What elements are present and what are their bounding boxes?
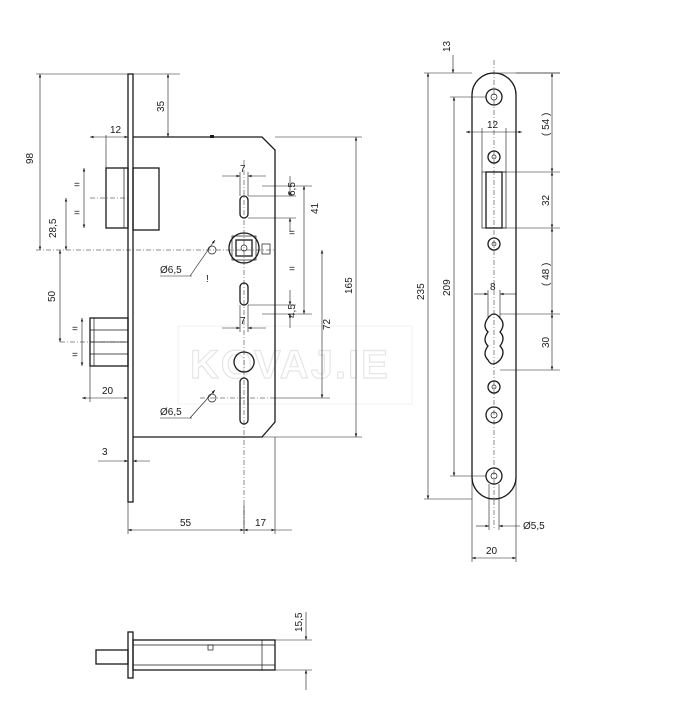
equal-mark-5: = [289, 228, 295, 239]
dim-7-top: 7 [240, 164, 246, 175]
dim-72: 72 [322, 318, 333, 330]
dim-4-5: 4,5 [287, 304, 298, 318]
equal-mark-1: = [74, 180, 80, 191]
bottom-case [132, 639, 276, 671]
front-view: 98 35 12 28,5 = = 50 = = 20 3 55 [25, 73, 362, 534]
dim-20-faceplate: 20 [486, 546, 498, 557]
dim-35: 35 [156, 100, 167, 112]
dim-30: 30 [541, 336, 552, 348]
equal-mark-6: = [289, 264, 295, 275]
dim-50: 50 [47, 290, 58, 302]
deadbolt-opening [484, 313, 504, 365]
lock-case [133, 136, 276, 438]
dim-12-faceplate: 12 [487, 120, 499, 131]
dim-41: 41 [310, 202, 321, 214]
dim-7-bottom: 7 [240, 316, 246, 327]
dim-phi-upper: Ø6,5 [160, 265, 182, 276]
equal-mark-3: = [72, 324, 78, 335]
dim-54: ( 54 ) [541, 113, 552, 136]
dim-13: 13 [442, 40, 453, 52]
dim-32: 32 [541, 194, 552, 206]
dim-15-5: 15,5 [294, 612, 305, 632]
dim-235: 235 [416, 283, 427, 300]
bottom-latch [95, 649, 129, 665]
dim-phi-lower: Ø6,5 [160, 407, 182, 418]
dim-phi-faceplate: Ø5,5 [523, 521, 545, 532]
bottom-forend [127, 631, 134, 679]
dim-20-deadbolt: 20 [102, 386, 114, 397]
dim-55: 55 [180, 518, 192, 529]
dim-209: 209 [442, 279, 453, 296]
note-mark: ! [206, 274, 209, 285]
latch-housing [132, 167, 160, 231]
dim-17: 17 [255, 518, 267, 529]
dim-12: 12 [110, 125, 122, 136]
dim-48: ( 48 ) [541, 263, 552, 286]
forend-plate [127, 73, 134, 503]
watermark-text: KOVAJ.IE [190, 343, 390, 387]
dim-6-5: 6,5 [287, 182, 298, 196]
equal-mark-4: = [72, 350, 78, 361]
dim-3: 3 [102, 447, 108, 458]
equal-mark-2: = [74, 208, 80, 219]
dim-8: 8 [490, 282, 496, 293]
bottom-view: 15,5 [95, 612, 312, 690]
faceplate-view: 13 235 209 12 ( 54 ) 32 ( 48 ) 30 [416, 40, 560, 562]
cylinder-hole [233, 351, 255, 373]
dim-28-5: 28,5 [48, 218, 59, 238]
dim-98: 98 [25, 152, 36, 164]
dim-165: 165 [344, 277, 355, 294]
